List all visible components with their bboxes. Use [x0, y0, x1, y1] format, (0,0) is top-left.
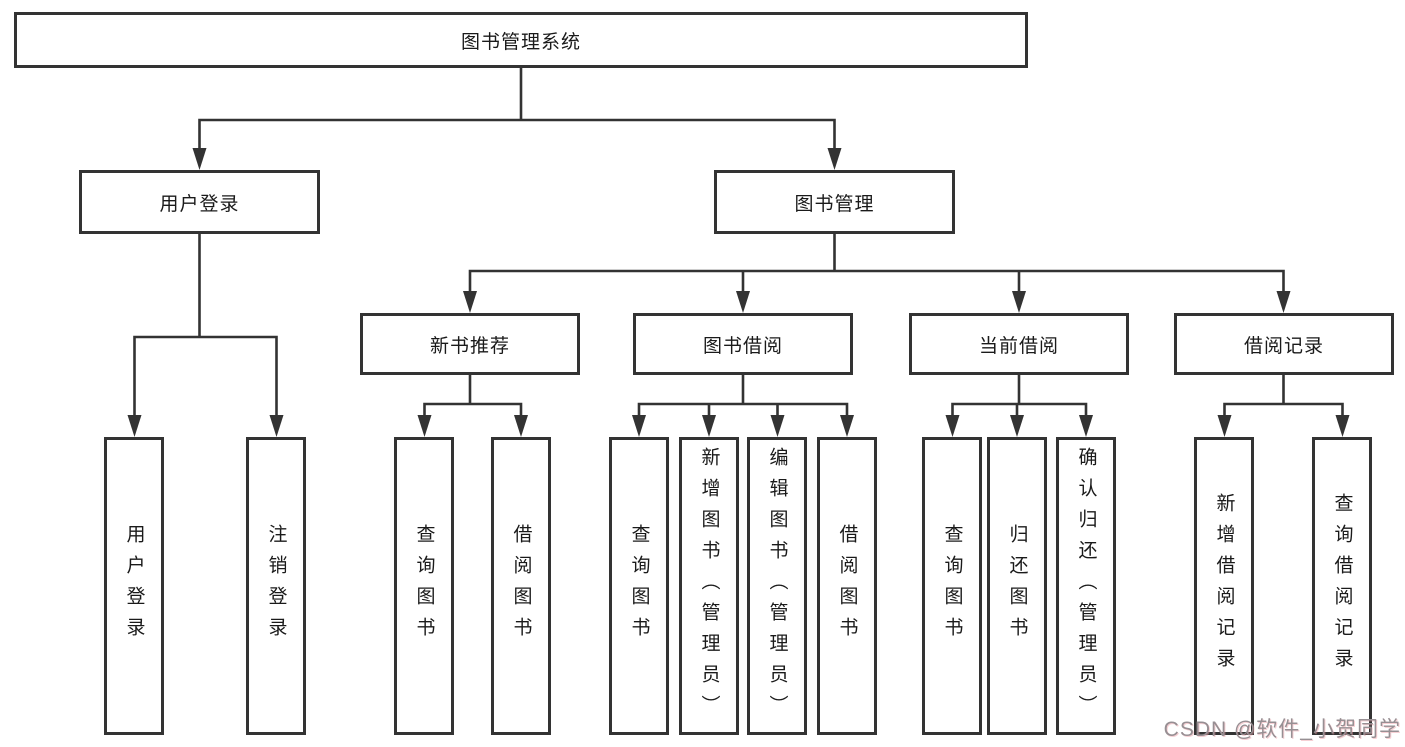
node-label: 新增图书（管理员）: [698, 446, 720, 726]
node-label: 确认归还（管理员）: [1075, 446, 1097, 726]
node-root-system: 图书管理系统: [14, 12, 1028, 68]
node-query-borrow-record: 查询借阅记录: [1312, 437, 1372, 735]
csdn-watermark: CSDN @软件_小贺同学: [1163, 718, 1401, 741]
node-user-login-leaf: 用户登录: [104, 437, 164, 735]
node-label: 用户登录: [123, 524, 145, 648]
node-label: 编辑图书（管理员）: [766, 446, 788, 726]
node-borrow-records: 借阅记录: [1174, 313, 1394, 375]
node-new-book-recommend: 新书推荐: [360, 313, 580, 375]
arrowheads: [127, 148, 1350, 437]
node-label: 查询图书: [628, 524, 650, 648]
node-label: 借阅记录: [1243, 335, 1324, 357]
node-book-management-branch: 图书管理: [714, 170, 955, 234]
node-edit-books-admin: 编辑图书（管理员）: [747, 437, 807, 735]
node-label: 图书借阅: [702, 335, 783, 357]
node-logout-leaf: 注销登录: [246, 437, 306, 735]
node-add-books-admin: 新增图书（管理员）: [679, 437, 739, 735]
node-label: 用户登录: [159, 193, 240, 215]
node-query-books-current: 查询图书: [922, 437, 982, 735]
node-label: 新增借阅记录: [1213, 493, 1235, 679]
node-label: 新书推荐: [429, 335, 510, 357]
node-current-borrow: 当前借阅: [909, 313, 1129, 375]
node-label: 图书管理: [794, 193, 875, 215]
node-label: 借阅图书: [510, 524, 532, 648]
node-book-borrow: 图书借阅: [633, 313, 853, 375]
node-label: 查询借阅记录: [1331, 493, 1353, 679]
node-user-login-branch: 用户登录: [79, 170, 320, 234]
node-label: 注销登录: [265, 524, 287, 648]
node-borrow-books: 借阅图书: [817, 437, 877, 735]
node-label: 当前借阅: [978, 335, 1059, 357]
node-confirm-return-admin: 确认归还（管理员）: [1056, 437, 1116, 735]
node-label: 借阅图书: [836, 524, 858, 648]
node-label: 图书管理系统: [460, 31, 581, 53]
node-query-books-borrow: 查询图书: [609, 437, 669, 735]
node-add-borrow-record: 新增借阅记录: [1194, 437, 1254, 735]
node-return-books: 归还图书: [987, 437, 1047, 735]
node-borrow-books-recommend: 借阅图书: [491, 437, 551, 735]
node-label: 查询图书: [413, 524, 435, 648]
node-label: 归还图书: [1006, 524, 1028, 648]
node-label: 查询图书: [941, 524, 963, 648]
node-query-books-recommend: 查询图书: [394, 437, 454, 735]
